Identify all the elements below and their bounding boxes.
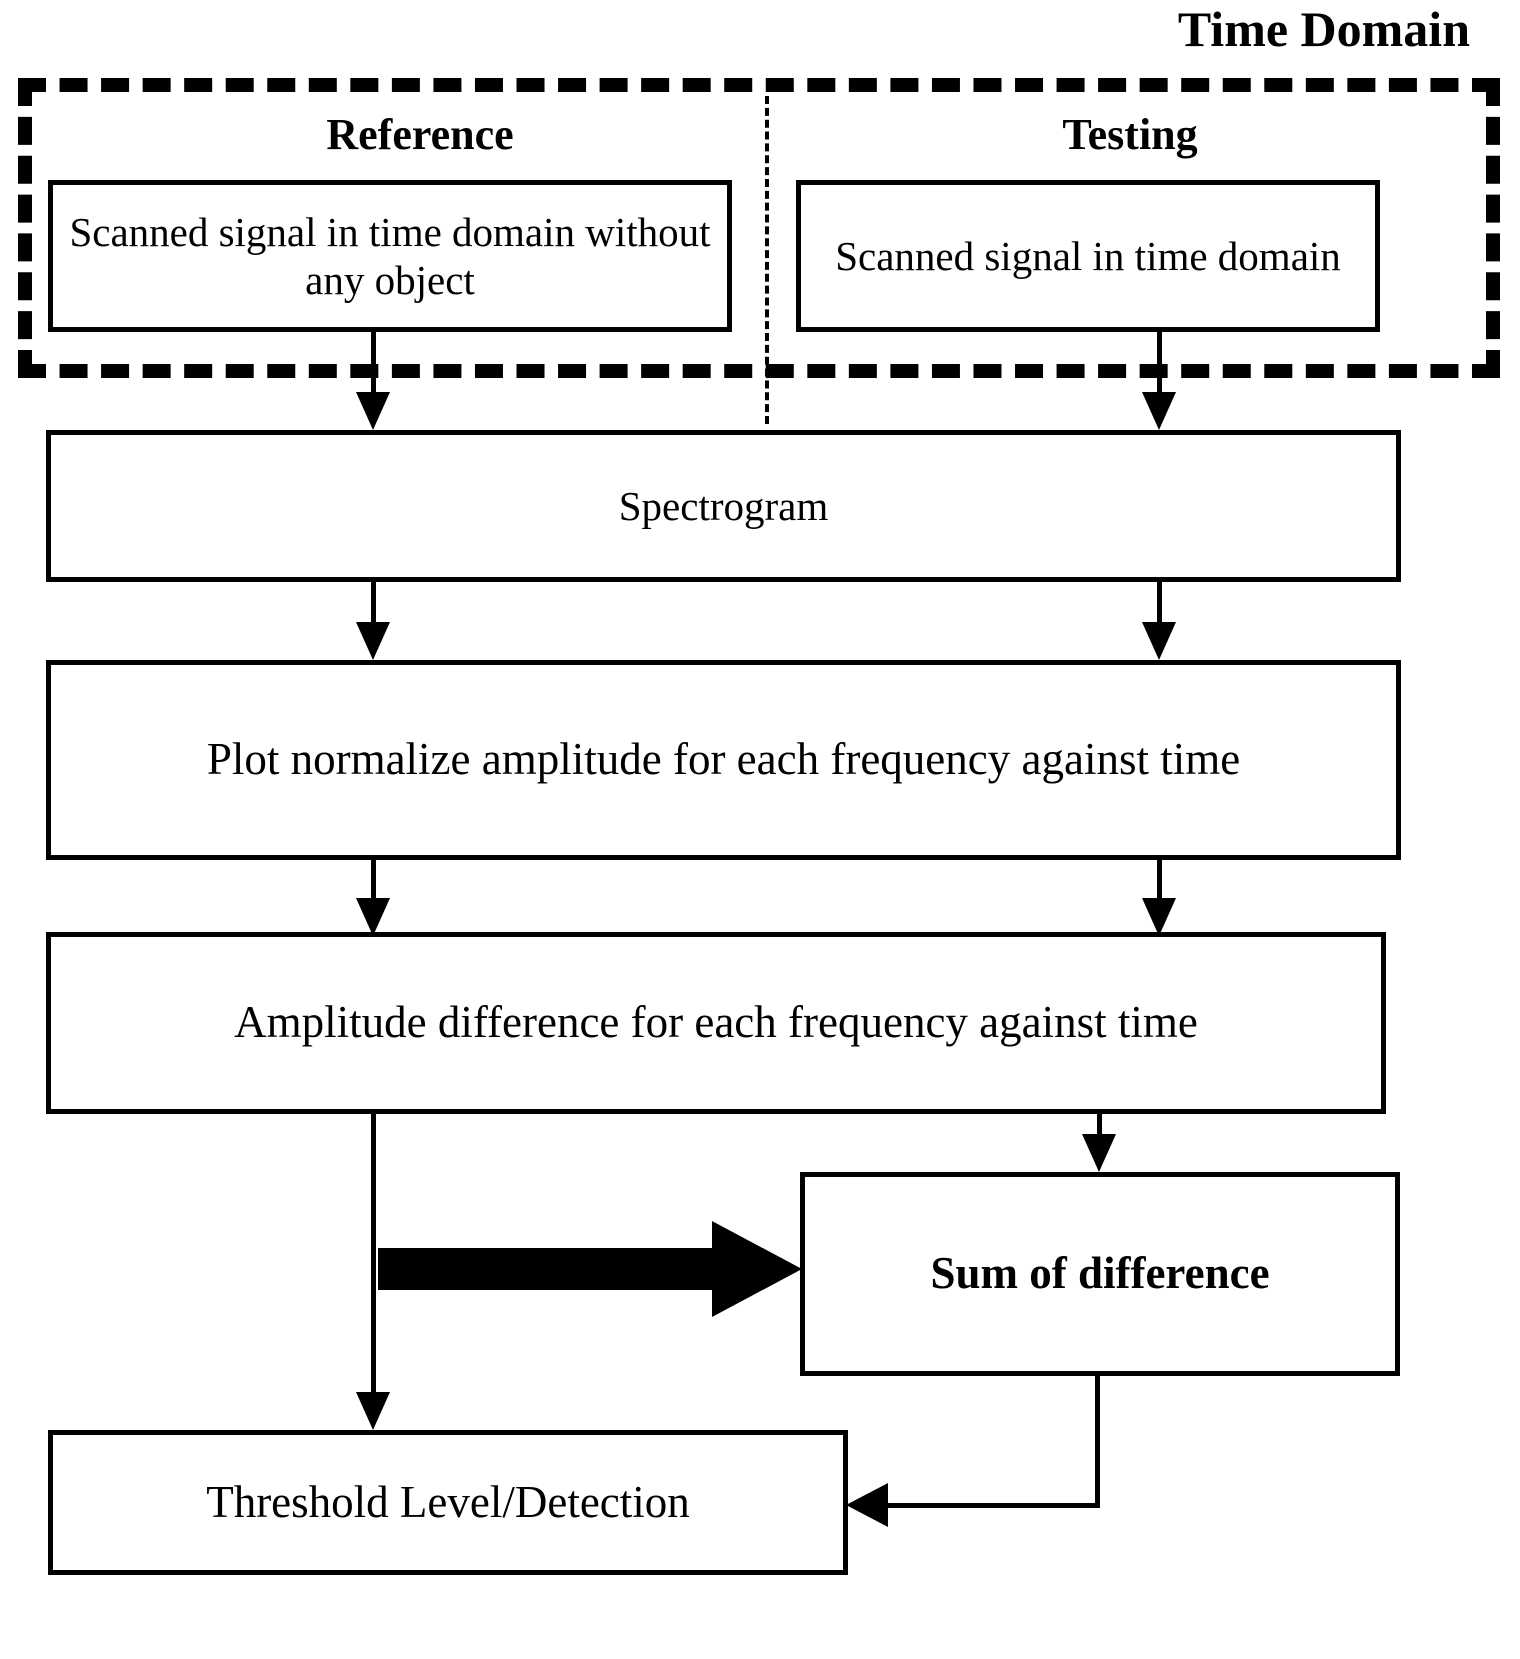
connector-plot-to-ampdiff-right-arrowhead	[1142, 898, 1176, 936]
connector-ampdiff-to-threshold-arrowhead	[356, 1392, 390, 1430]
connector-sum-to-threshold-horizontal	[886, 1503, 1100, 1508]
connector-testing-to-spectrogram-arrowhead	[1142, 392, 1176, 430]
node-plot-normalize-amplitude[interactable]: Plot normalize amplitude for each freque…	[46, 660, 1401, 860]
connector-spectrogram-to-plot-left-arrowhead	[356, 622, 390, 660]
thick-arrow-shaft	[378, 1248, 714, 1290]
column-heading-reference: Reference	[326, 110, 514, 159]
connector-ampdiff-to-sum-line	[1097, 1114, 1102, 1148]
connector-plot-to-ampdiff-left-line	[371, 860, 376, 918]
node-spectrogram[interactable]: Spectrogram	[46, 430, 1401, 582]
column-heading-testing: Testing	[1062, 110, 1198, 159]
connector-reference-to-spectrogram-line	[371, 332, 376, 410]
connector-spectrogram-to-plot-right-arrowhead	[1142, 622, 1176, 660]
thick-arrow-head	[712, 1221, 802, 1317]
node-testing-input[interactable]: Scanned signal in time domain	[796, 180, 1380, 332]
connector-ampdiff-to-sum-arrowhead	[1082, 1134, 1116, 1172]
node-amplitude-difference[interactable]: Amplitude difference for each frequency …	[46, 932, 1386, 1114]
connector-spectrogram-to-plot-right-line	[1157, 582, 1162, 634]
connector-plot-to-ampdiff-right-line	[1157, 860, 1162, 918]
column-divider	[765, 96, 769, 424]
connector-plot-to-ampdiff-left-arrowhead	[356, 898, 390, 936]
connector-sum-to-threshold-vertical	[1095, 1376, 1100, 1506]
connector-spectrogram-to-plot-left-line	[371, 582, 376, 634]
page-title: Time Domain	[1177, 1, 1470, 57]
time-domain-group-border	[18, 78, 1500, 378]
node-sum-of-difference[interactable]: Sum of difference	[800, 1172, 1400, 1376]
node-reference-input[interactable]: Scanned signal in time domain without an…	[48, 180, 732, 332]
connector-reference-to-spectrogram-arrowhead	[356, 392, 390, 430]
connector-ampdiff-to-threshold-line	[371, 1114, 376, 1410]
connector-sum-to-threshold-arrowhead	[846, 1483, 888, 1527]
connector-testing-to-spectrogram-line	[1157, 332, 1162, 410]
node-threshold-level-detection[interactable]: Threshold Level/Detection	[48, 1430, 848, 1575]
